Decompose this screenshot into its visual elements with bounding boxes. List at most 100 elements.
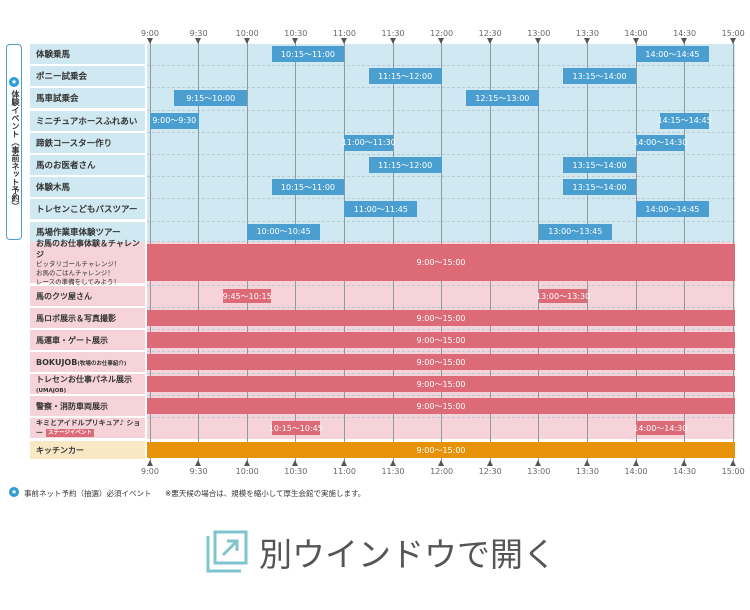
row-label: トレセンこどもバスツアー: [30, 199, 145, 220]
tick-marker: [195, 38, 202, 44]
event-subitem: ピッタリゴールチャレンジ！: [36, 260, 121, 268]
time-tick-bottom: 10:30: [284, 467, 308, 476]
row-label: 馬のクツ屋さん: [30, 286, 145, 306]
time-slot-bar: 14:00～14:45: [636, 201, 709, 218]
event-name: お馬のお仕事体験＆チャレンジ: [36, 239, 140, 259]
time-slot-bar: 11:00～11:30: [342, 134, 396, 151]
time-tick-top: 12:00: [430, 29, 454, 38]
row-label: キミとアイドルプリキュア♪ ショーステージイベント: [30, 418, 145, 438]
time-tick-bottom: 11:00: [332, 467, 356, 476]
tick-marker: [729, 38, 736, 44]
event-name: ミニチュアホースふれあい: [36, 116, 138, 127]
row-label: ミニチュアホースふれあい: [30, 110, 145, 131]
group-label: 体験イベント（事前ネット予約）: [11, 90, 20, 210]
time-slot-bar: 9:15～10:00: [174, 90, 248, 107]
row-divider: [147, 241, 735, 242]
time-slot-bar: 14:00～14:30: [633, 421, 687, 435]
time-slot-bar: 9:00～15:00: [147, 310, 735, 326]
time-tick-top: 10:30: [284, 29, 308, 38]
tick-marker: [632, 460, 639, 466]
row-divider: [147, 351, 735, 352]
open-new-window-link[interactable]: 別ウインドウで開く: [205, 528, 556, 576]
time-slot-bar: 13:00～13:45: [538, 223, 612, 240]
tick-marker: [583, 460, 590, 466]
row-divider: [147, 329, 735, 330]
time-tick-bottom: 12:30: [478, 467, 502, 476]
time-slot-bar: 9:00～15:00: [147, 376, 735, 392]
time-slot-bar: 14:00～14:30: [633, 134, 687, 151]
row-divider: [147, 65, 735, 67]
tick-marker: [486, 460, 493, 466]
group-tag-experience: [6, 44, 22, 240]
time-tick-bottom: 12:00: [430, 467, 454, 476]
tick-marker: [340, 38, 347, 44]
time-slot-bar: 10:15～11:00: [271, 46, 345, 62]
tick-marker: [438, 460, 445, 466]
time-slot-bar: 13:15～14:00: [563, 179, 636, 196]
row-label: ポニー試乗会: [30, 66, 145, 87]
tick-marker: [632, 38, 639, 44]
row-divider: [147, 285, 735, 286]
time-slot-bar: 11:15～12:00: [368, 68, 442, 85]
time-tick-bottom: 9:00: [141, 467, 159, 476]
row-label: 馬ロボ展示＆写真撮影: [30, 308, 145, 328]
time-tick-bottom: 11:30: [381, 467, 405, 476]
row-label: トレセンお仕事パネル展示(UMAJOB): [30, 374, 145, 394]
time-slot-bar: 9:45～10:15: [223, 289, 272, 303]
row-label: 体験木馬: [30, 177, 145, 198]
time-tick-bottom: 13:00: [527, 467, 551, 476]
row-divider: [147, 198, 735, 200]
time-slot-bar: 14:00～14:45: [636, 46, 709, 62]
tick-marker: [681, 460, 688, 466]
row-label: キッチンカー: [30, 441, 145, 459]
event-name: BOKUJOB: [36, 357, 78, 367]
time-tick-top: 13:00: [527, 29, 551, 38]
time-tick-top: 13:30: [575, 29, 599, 38]
tick-marker: [389, 38, 396, 44]
star-icon: ★: [9, 77, 19, 87]
time-slot-bar: 13:15～14:00: [563, 68, 636, 85]
event-name-suffix: (UMAJOB): [36, 388, 67, 394]
event-name: ポニー試乗会: [36, 72, 88, 83]
row-label: 馬のお医者さん: [30, 155, 145, 175]
row-label: 馬場作業車体験ツアー: [30, 221, 145, 242]
row-label: 体験乗馬: [30, 44, 145, 64]
time-tick-bottom: 13:30: [575, 467, 599, 476]
time-slot-bar: 11:00～11:45: [344, 201, 418, 218]
tick-marker: [729, 460, 736, 466]
time-slot-bar: 9:00～15:00: [147, 332, 735, 348]
tick-marker: [146, 460, 153, 466]
tick-marker: [340, 460, 347, 466]
time-tick-bottom: 14:00: [624, 467, 648, 476]
event-name: 馬のクツ屋さん: [36, 291, 92, 301]
row-divider: [147, 307, 735, 308]
row-divider: [147, 176, 735, 178]
tick-marker: [195, 460, 202, 466]
tick-marker: [389, 460, 396, 466]
tick-marker: [292, 38, 299, 44]
time-tick-top: 15:00: [721, 29, 745, 38]
weather-note: ※悪天候の場合は、規模を縮小して厚生会館で実施します。: [165, 489, 366, 498]
tick-marker: [535, 38, 542, 44]
row-label: 蹄鉄コースター作り: [30, 132, 145, 153]
time-tick-top: 9:30: [189, 29, 208, 38]
time-tick-top: 14:30: [673, 29, 697, 38]
row-divider: [147, 220, 735, 222]
time-slot-bar: 9:00～15:00: [147, 244, 735, 281]
time-tick-bottom: 15:00: [721, 467, 745, 476]
external-window-icon: [206, 530, 248, 573]
row-divider: [147, 131, 735, 133]
time-tick-top: 10:00: [235, 29, 259, 38]
time-slot-bar: 9:00～15:00: [147, 398, 735, 414]
tick-marker: [438, 38, 445, 44]
row-label: お馬のお仕事体験＆チャレンジピッタリゴールチャレンジ！お馬のごはんチャレンジ！レ…: [30, 239, 145, 286]
tick-marker: [681, 38, 688, 44]
row-divider: [147, 109, 735, 111]
event-subitem: レースの準備をしてみよう！: [36, 278, 120, 286]
tick-marker: [292, 460, 299, 466]
time-slot-bar: 10:15～11:00: [271, 179, 345, 196]
time-slot-bar: 9:00～9:30: [150, 112, 199, 129]
star-icon: ★: [9, 487, 19, 497]
row-label: BOKUJOB(牧場のお仕事紹介): [30, 352, 145, 372]
